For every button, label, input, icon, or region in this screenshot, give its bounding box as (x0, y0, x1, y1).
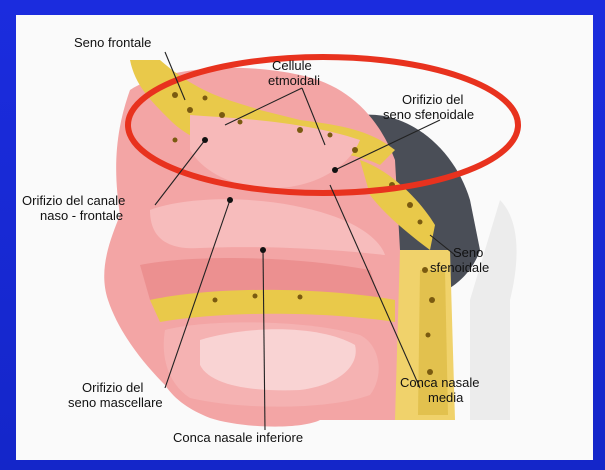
label-cellule-etmoidali-1: Cellule (272, 58, 312, 73)
label-seno-frontale: Seno frontale (74, 35, 151, 50)
label-orifizio-mascellare-2: seno mascellare (68, 395, 163, 410)
label-orifizio-sfenoidale-1: Orifizio del (402, 92, 464, 107)
label-conca-media-1: Conca nasale (400, 375, 480, 390)
label-orifizio-sfenoidale-2: seno sfenoidale (383, 107, 474, 122)
label-seno-sfenoidale-1: Seno (453, 245, 483, 260)
label-orifizio-canale-1: Orifizio del canale (22, 193, 125, 208)
label-seno-sfenoidale-2: sfenoidale (430, 260, 489, 275)
label-conca-inferiore: Conca nasale inferiore (173, 430, 303, 445)
label-orifizio-canale-2: naso - frontale (40, 208, 123, 223)
label-orifizio-mascellare-1: Orifizio del (82, 380, 144, 395)
label-cellule-etmoidali-2: etmoidali (268, 73, 320, 88)
label-conca-media-2: media (428, 390, 464, 405)
